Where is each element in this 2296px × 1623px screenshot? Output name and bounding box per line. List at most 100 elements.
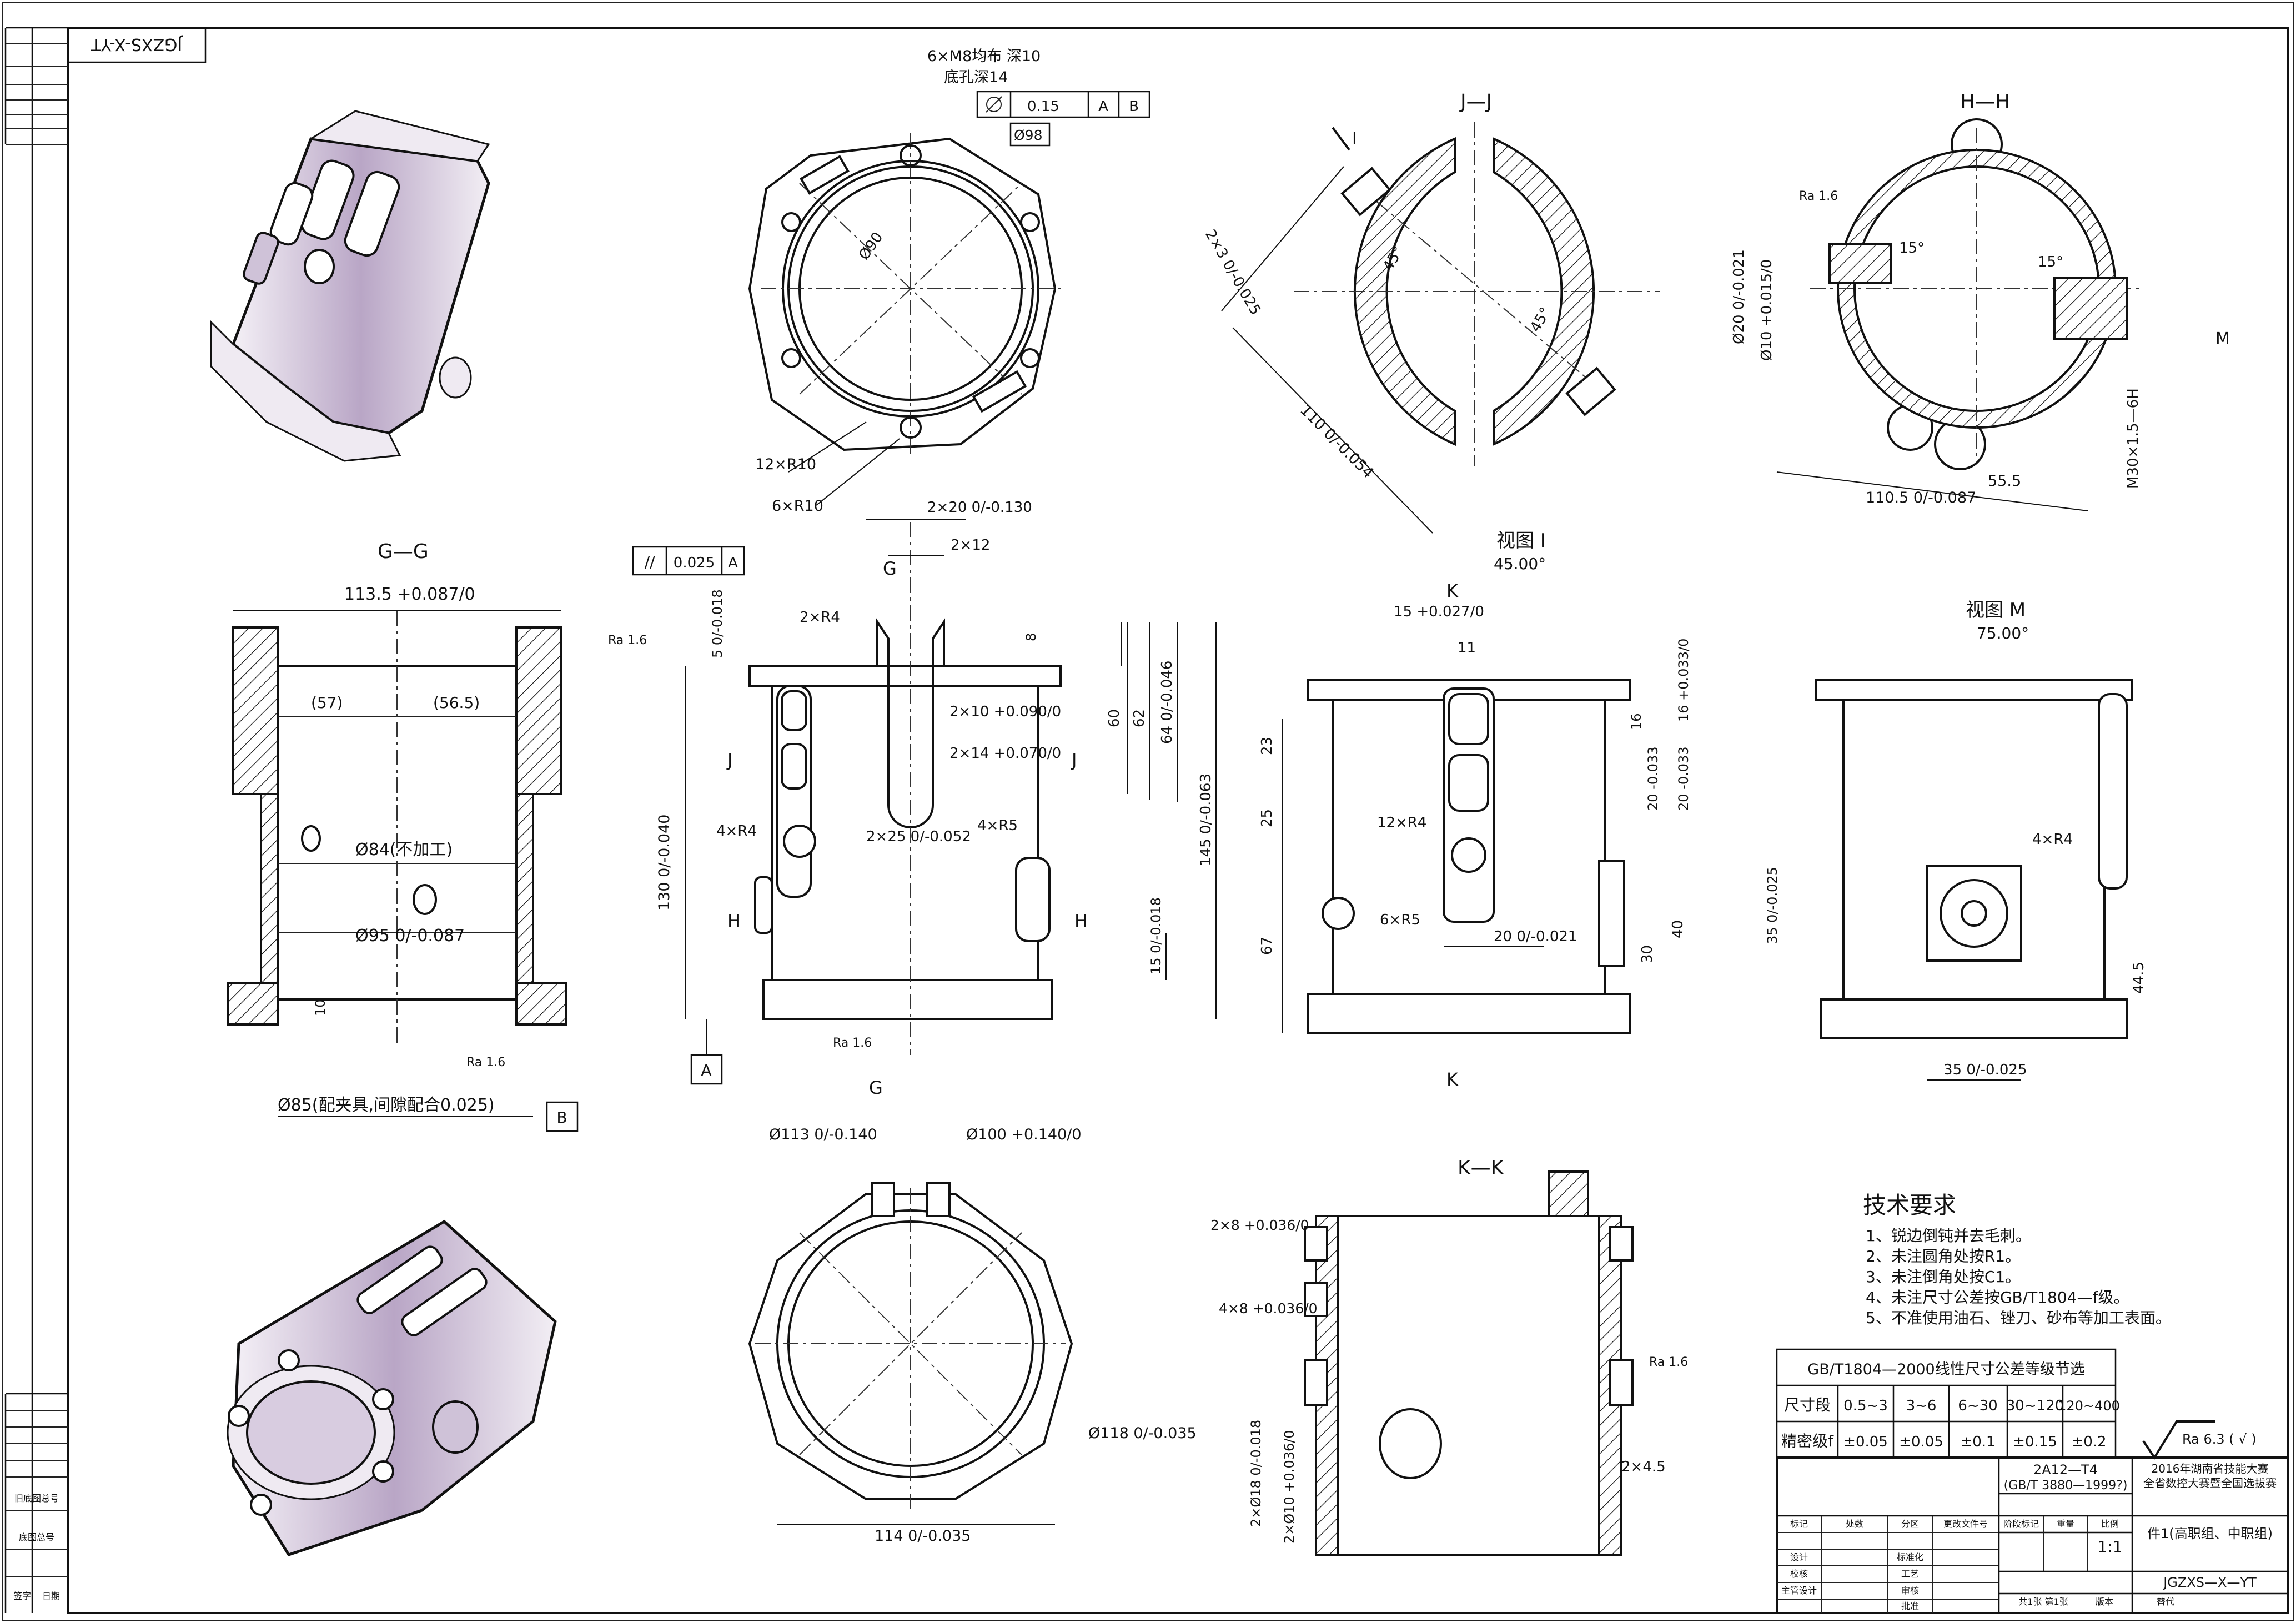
tb-contest-1: 2016年湖南省技能大赛 (2152, 1462, 2269, 1475)
tb-code: JGZXS—X—YT (2162, 1575, 2257, 1590)
front-dim-130: 130 0/-0.040 (656, 815, 673, 911)
view-i-angle: 45.00° (1494, 555, 1546, 573)
hh-d20: Ø20 0/-0.021 (1731, 249, 1747, 344)
front-dim-2x14: 2×14 +0.070/0 (949, 745, 1061, 762)
kk-dim-45: 2×4.5 (1621, 1459, 1666, 1475)
d98-label: Ø98 (1014, 127, 1043, 143)
tol-value-4: ±0.15 (2013, 1434, 2057, 1450)
tech-req-item-2: 2、未注圆角处按R1。 (1866, 1247, 2021, 1265)
tol-row2-label: 精密级f (1781, 1432, 1834, 1450)
tb-scale: 1:1 (2097, 1537, 2122, 1556)
bottom-dim-114: 114 0/-0.035 (875, 1527, 971, 1545)
right-dim-44: 44.5 (2131, 962, 2147, 994)
r10-12-label: 12×R10 (755, 456, 816, 473)
kk-section: K—K 2×8 +0.036/0 4×8 +0.036/0 2×Ø18 0/-0… (1210, 1157, 1688, 1556)
tb-row-standard: 标准化 (1897, 1552, 1923, 1562)
roughness-label: Ra 6.3 ( √ ) (2182, 1431, 2257, 1447)
front-ra: Ra 1.6 (608, 634, 647, 647)
left-strip-date: 日期 (42, 1591, 60, 1601)
hh-thread: M30×1.5—6H (2125, 388, 2142, 489)
bottom-d100: Ø100 +0.140/0 (966, 1126, 1082, 1143)
isometric-render-top (210, 110, 490, 462)
side-dim-15: 15 +0.027/0 (1394, 604, 1484, 620)
side-dim-25: 25 (1259, 809, 1275, 827)
front-parallel-tol: 0.025 (674, 555, 715, 571)
hh-section: H—H 15° 15° Ra 1.6 Ø20 0/-0.021 Ø10 +0.0… (1731, 91, 2230, 511)
drawing-number-rotated: JGZXS-X-YT (91, 34, 183, 54)
gg-dim-113: 113.5 +0.087/0 (344, 585, 475, 604)
tb-col-zone: 分区 (1901, 1519, 1919, 1529)
hh-dim-55: 55.5 (1988, 473, 2021, 490)
side-dim-67: 67 (1259, 937, 1275, 955)
hh-d10: Ø10 +0.015/0 (1759, 259, 1775, 361)
kk-d18: 2×Ø18 0/-0.018 (1248, 1420, 1264, 1527)
side-dim-16b: 16 +0.033/0 (1676, 639, 1691, 722)
view-m-title: 视图 M (1966, 599, 2026, 621)
kk-dim-4x8: 4×8 +0.036/0 (1219, 1300, 1318, 1317)
tb-replace: 替代 (2157, 1596, 2174, 1607)
gg-datum-b: B (556, 1108, 567, 1127)
front-g-bottom: G (869, 1077, 883, 1098)
tb-contest-2: 全省数控大赛暨全国选拔赛 (2143, 1476, 2277, 1490)
hh-arrow-m: M (2215, 329, 2230, 349)
front-h-left: H (727, 911, 741, 932)
left-strip-total: 底图总号 (19, 1532, 54, 1542)
jj-arrow-i: I (1352, 129, 1357, 149)
tol-value-1: ±0.05 (1843, 1434, 1888, 1450)
kk-title: K—K (1458, 1157, 1505, 1179)
technical-requirements: 技术要求 1、锐边倒钝并去毛刺。 2、未注圆角处按R1。 3、未注倒角处按C1。… (1863, 1192, 2171, 1327)
side-dim-20c: 20 0/-0.021 (1494, 928, 1577, 945)
front-r4-4: 4×R4 (716, 823, 757, 840)
front-dim-8: 8 (1023, 633, 1039, 641)
gg-title: G—G (378, 540, 429, 563)
right-r4: 4×R4 (2032, 831, 2073, 848)
tb-row-design: 设计 (1790, 1552, 1808, 1562)
front-r4-2: 2×R4 (800, 609, 840, 626)
side-dim-20b: 20 -0.033 (1676, 746, 1691, 811)
tol-datum-a: A (1098, 98, 1108, 115)
tol-range-3: 6~30 (1958, 1398, 1997, 1414)
front-dim-62: 62 (1131, 709, 1148, 727)
tech-req-item-1: 1、锐边倒钝并去毛刺。 (1866, 1227, 2031, 1245)
tb-material: 2A12—T4 (2033, 1462, 2098, 1478)
gg-d85: Ø85(配夹具,间隙配合0.025) (278, 1096, 495, 1115)
right-view-m: 视图 M 75.00° 4×R4 35 0/-0.025 35 0/-0.025… (1765, 599, 2147, 1081)
tb-standard: (GB/T 3880—1999?) (2004, 1479, 2128, 1493)
kk-ra: Ra 1.6 (1649, 1355, 1688, 1369)
tol-datum-b: B (1129, 98, 1139, 115)
side-r5-6: 6×R5 (1380, 912, 1420, 928)
view-i-title: 视图 I (1496, 530, 1546, 552)
gg-section: G—G 113.5 +0.087/0 (57) (56.5) Ø84(不加工) … (227, 540, 579, 1132)
hole-note-1: 6×M8均布 深10 (927, 48, 1041, 65)
front-dim-2x10: 2×10 +0.090/0 (949, 704, 1061, 720)
gg-dim-56: (56.5) (433, 694, 480, 712)
right-dim-35v: 35 0/-0.025 (1765, 867, 1780, 944)
front-dim-64: 64 0/-0.046 (1159, 661, 1175, 744)
tb-row-chief: 主管设计 (1781, 1585, 1817, 1596)
hh-angle-a: 15° (1899, 240, 1925, 257)
tolerance-table: GB/T1804—2000线性尺寸公差等级节选 尺寸段 精密级f 0.5~3 3… (1776, 1348, 2120, 1459)
hh-angle-b: 15° (2038, 254, 2063, 270)
tech-req-item-4: 4、未注尺寸公差按GB/T1804—f级。 (1866, 1288, 2129, 1307)
tol-range-1: 0.5~3 (1843, 1398, 1888, 1414)
tb-ratio: 比例 (2101, 1519, 2119, 1529)
side-dim-40: 40 (1670, 920, 1686, 938)
right-dim-35h: 35 0/-0.025 (1943, 1062, 2027, 1078)
front-ra-bottom: Ra 1.6 (833, 1036, 872, 1050)
front-r5-4: 4×R5 (977, 817, 1018, 834)
gg-d95: Ø95 0/-0.087 (355, 926, 465, 946)
tol-row1-label: 尺寸段 (1784, 1396, 1831, 1414)
isometric-render-bottom (227, 1219, 557, 1556)
front-dim-2x25: 2×25 0/-0.052 (866, 828, 971, 845)
bottom-d113: Ø113 0/-0.140 (769, 1126, 877, 1143)
tb-part: 件1(高职组、中职组) (2147, 1526, 2273, 1541)
tb-row-check: 校核 (1790, 1569, 1808, 1579)
tb-col-mark: 标记 (1790, 1519, 1808, 1529)
front-h-right: H (1074, 911, 1088, 932)
hh-dim-110: 110.5 0/-0.087 (1866, 489, 1976, 506)
side-dim-23: 23 (1259, 737, 1275, 755)
jj-dim-110: 110 0/-0.054 (1297, 401, 1377, 482)
front-dim-60: 60 (1106, 709, 1123, 727)
